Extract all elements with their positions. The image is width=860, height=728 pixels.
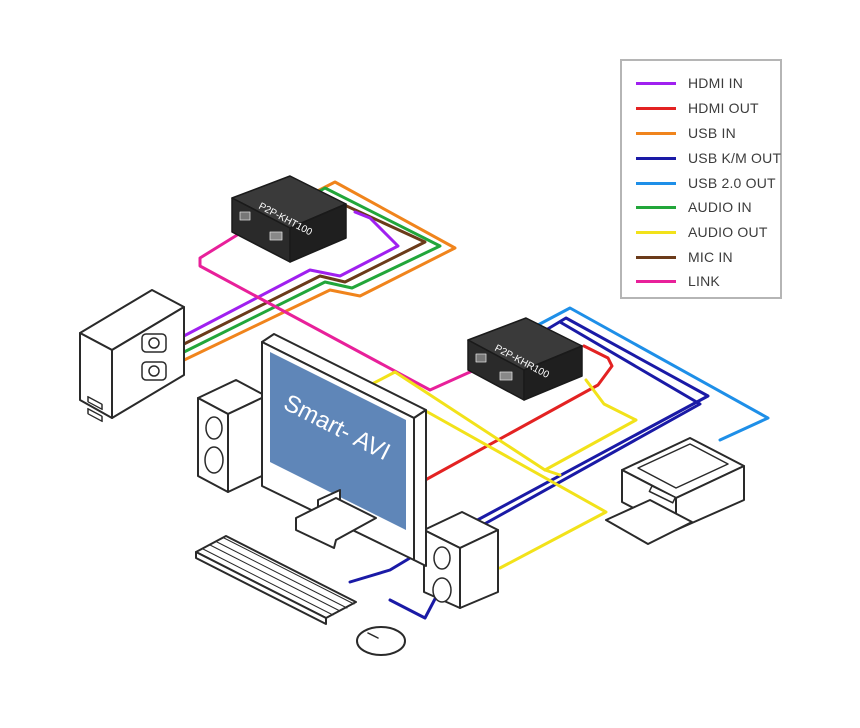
legend-swatch [636, 106, 676, 110]
legend-item-mic-in: MIC IN [636, 247, 733, 267]
right-speaker [423, 511, 499, 609]
cable-hdmi-in [178, 210, 400, 340]
legend-swatch [636, 255, 676, 259]
cable-usb-2-out [534, 306, 770, 442]
legend-swatch [636, 279, 676, 283]
mouse [356, 626, 406, 656]
legend-item-usb-k-m-out: USB K/M OUT [636, 148, 781, 168]
legend-swatch [636, 205, 676, 209]
cable-hdmi-out [416, 344, 614, 486]
cable-link [198, 230, 492, 392]
left-speaker [197, 379, 267, 493]
legend-item-audio-in: AUDIO IN [636, 197, 752, 217]
legend-swatch [636, 81, 676, 85]
legend-label: AUDIO IN [688, 199, 752, 215]
legend-label: AUDIO OUT [688, 224, 768, 240]
legend: HDMI IN HDMI OUT USB IN USB K/M OUT USB … [620, 59, 782, 299]
legend-label: USB K/M OUT [688, 150, 782, 166]
receiver-device [467, 317, 583, 401]
printer [605, 437, 745, 545]
legend-label: LINK [688, 273, 720, 289]
cable-usb-in [178, 180, 457, 364]
legend-item-hdmi-out: HDMI OUT [636, 98, 759, 118]
legend-item-link: LINK [636, 271, 720, 291]
legend-label: USB IN [688, 125, 736, 141]
legend-swatch [636, 131, 676, 135]
pc-tower [79, 289, 185, 423]
legend-label: MIC IN [688, 249, 733, 265]
monitor [261, 333, 427, 567]
legend-swatch [636, 156, 676, 160]
transmitter-device [231, 175, 347, 263]
legend-label: HDMI OUT [688, 100, 759, 116]
legend-label: HDMI IN [688, 75, 744, 91]
legend-item-hdmi-in: HDMI IN [636, 73, 743, 93]
legend-swatch [636, 181, 676, 185]
legend-item-audio-out: AUDIO OUT [636, 222, 768, 242]
legend-swatch [636, 230, 676, 234]
keyboard [195, 535, 357, 625]
legend-item-usb-in: USB IN [636, 123, 736, 143]
legend-label: USB 2.0 OUT [688, 175, 776, 191]
legend-item-usb-2-out: USB 2.0 OUT [636, 173, 776, 193]
cable-audio-out [368, 370, 638, 570]
